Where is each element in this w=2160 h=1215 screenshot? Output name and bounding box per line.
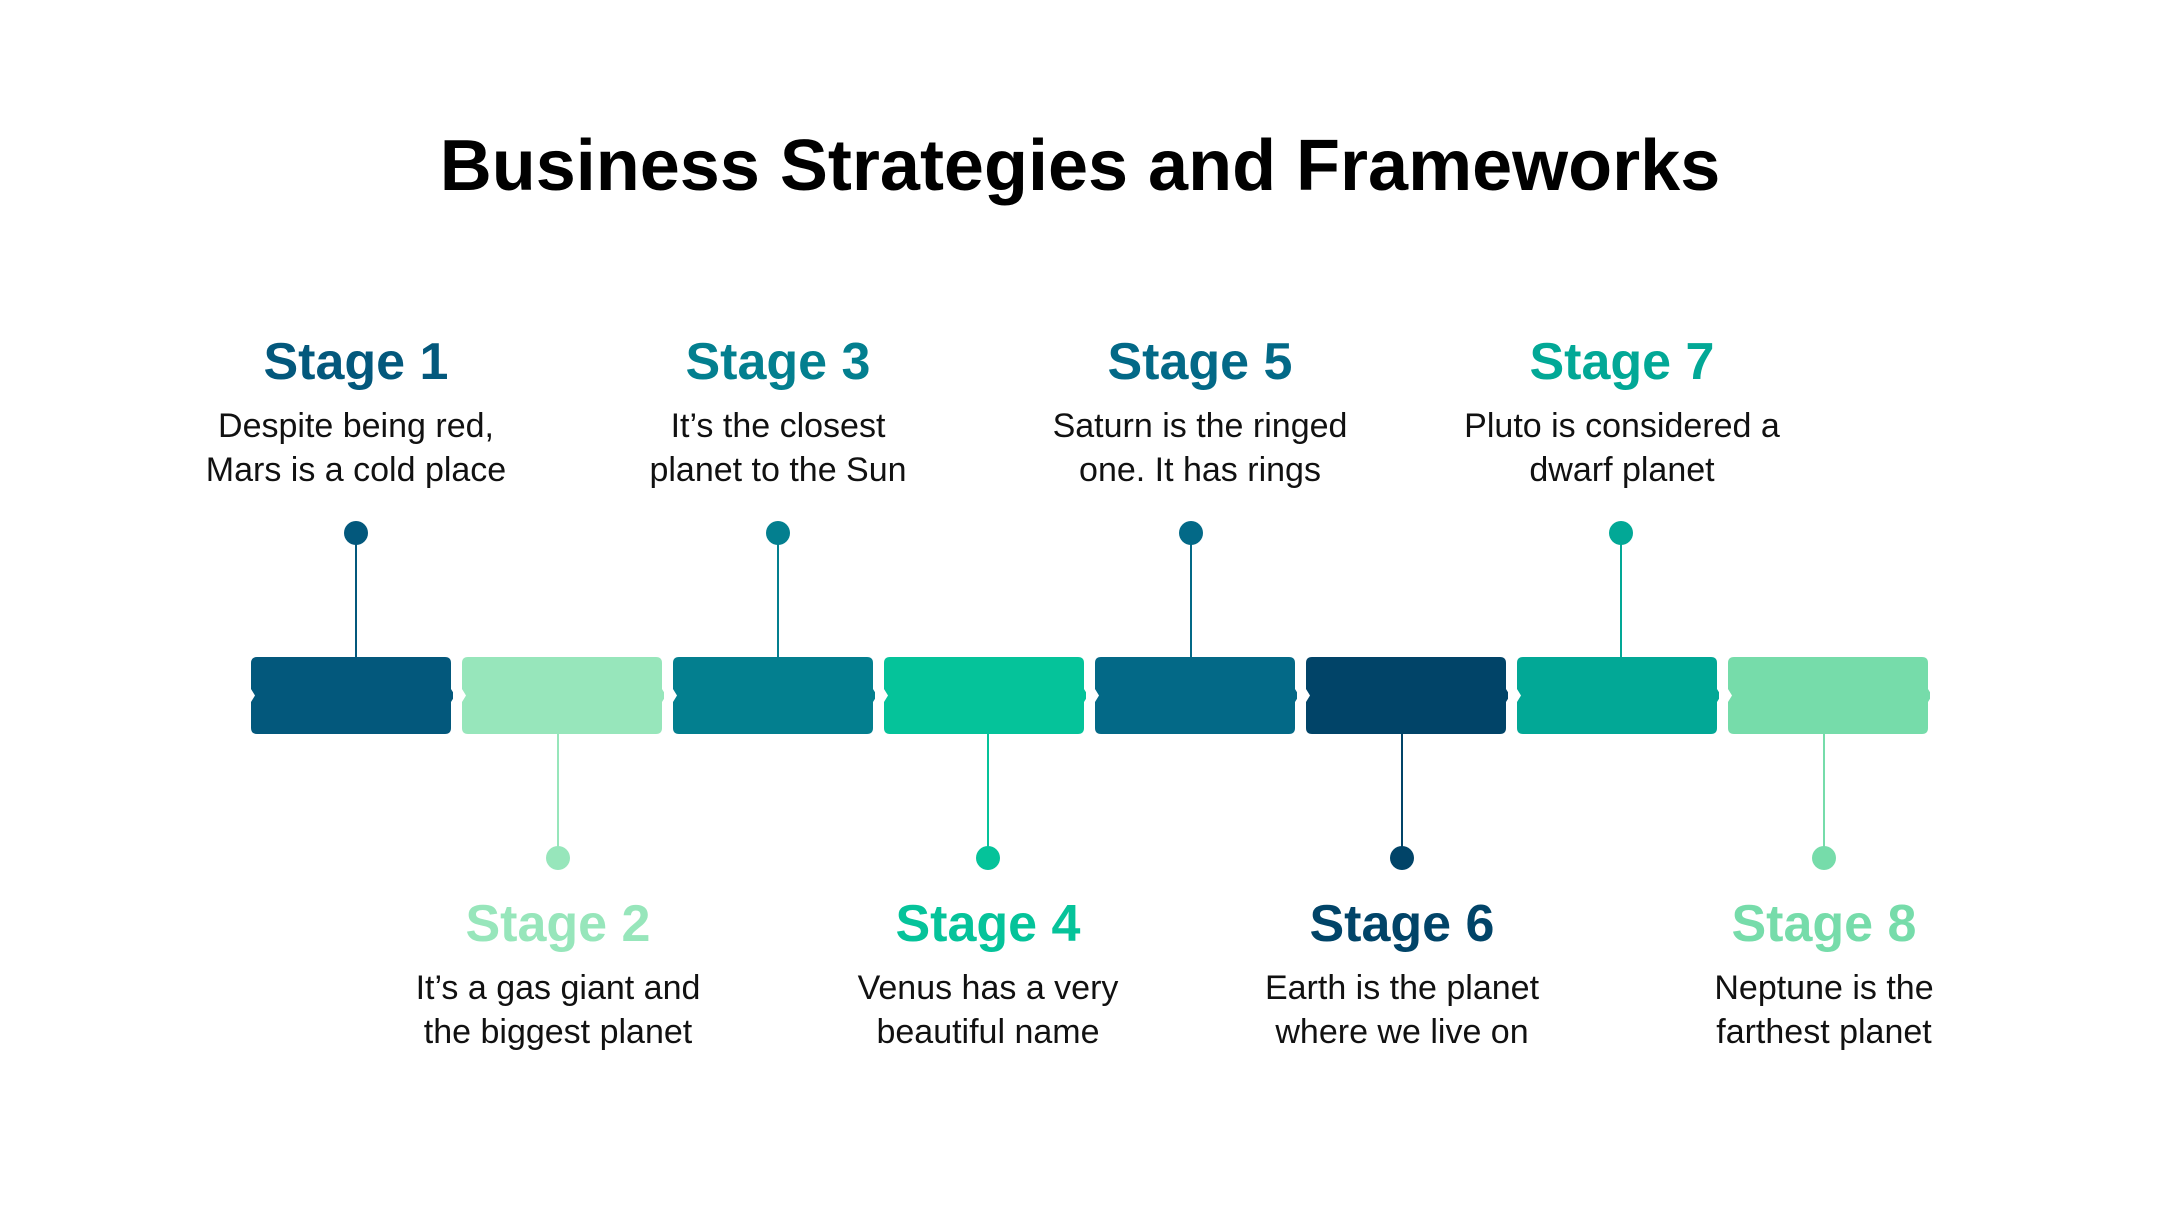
dot-stage-4 <box>976 846 1000 870</box>
connector-stage-6 <box>1401 734 1403 858</box>
timeline-segment-4 <box>882 657 1086 734</box>
stage-title: Stage 6 <box>1309 895 1495 953</box>
connector-stage-3 <box>777 533 779 657</box>
timeline-segment-7 <box>1515 657 1719 734</box>
stage-title: Stage 3 <box>685 333 871 391</box>
timeline-segment-2 <box>460 657 664 734</box>
dot-stage-8 <box>1812 846 1836 870</box>
segment-shape-2 <box>462 657 664 734</box>
stage-6: Stage 6 Earth is the planet where we liv… <box>1182 892 1622 1054</box>
stage-description: Venus has a very beautiful name <box>768 966 1208 1054</box>
stage-title: Stage 8 <box>1731 895 1917 953</box>
dot-stage-2 <box>546 846 570 870</box>
segment-shape-8 <box>1728 657 1930 734</box>
connector-stage-5 <box>1190 533 1192 657</box>
stage-title: Stage 7 <box>1529 333 1715 391</box>
stage-description-line: dwarf planet <box>1529 451 1715 489</box>
stage-description-line: farthest planet <box>1716 1013 1932 1051</box>
stage-description-line: It’s the closest <box>670 407 886 445</box>
stage-description-line: Earth is the planet <box>1264 969 1540 1007</box>
connector-stage-4 <box>987 734 989 858</box>
segment-shape-5 <box>1095 657 1297 734</box>
stage-description-line: Saturn is the ringed <box>1052 407 1348 445</box>
stage-description: Pluto is considered a dwarf planet <box>1402 404 1842 492</box>
stage-description-line: Despite being red, <box>218 407 494 445</box>
stage-title: Stage 2 <box>465 895 651 953</box>
timeline-segment-6 <box>1304 657 1508 734</box>
stage-description: Despite being red, Mars is a cold place <box>136 404 576 492</box>
stage-5: Stage 5 Saturn is the ringed one. It has… <box>980 330 1420 492</box>
segment-shape-4 <box>884 657 1086 734</box>
stage-description-line: Neptune is the <box>1714 969 1934 1007</box>
timeline-segment-8 <box>1726 657 1930 734</box>
dot-stage-5 <box>1179 521 1203 545</box>
stage-description-line: the biggest planet <box>423 1013 693 1051</box>
stage-description-line: planet to the Sun <box>649 451 907 489</box>
stage-title: Stage 1 <box>263 333 449 391</box>
stage-description: Earth is the planet where we live on <box>1182 966 1622 1054</box>
connector-stage-2 <box>557 734 559 858</box>
timeline-segment-5 <box>1093 657 1297 734</box>
stage-description-line: where we live on <box>1275 1013 1529 1051</box>
timeline-segment-1 <box>249 657 453 734</box>
stage-description-line: Pluto is considered a <box>1464 407 1780 445</box>
dot-stage-7 <box>1609 521 1633 545</box>
stage-description-line: Mars is a cold place <box>205 451 507 489</box>
stage-4: Stage 4 Venus has a very beautiful name <box>768 892 1208 1054</box>
stage-title: Stage 4 <box>895 895 1081 953</box>
stage-8: Stage 8 Neptune is the farthest planet <box>1604 892 2044 1054</box>
stage-description-line: It’s a gas giant and <box>415 969 701 1007</box>
connector-stage-1 <box>355 533 357 657</box>
timeline-segment-3 <box>671 657 875 734</box>
stage-title: Stage 5 <box>1107 333 1293 391</box>
stage-3: Stage 3 It’s the closest planet to the S… <box>558 330 998 492</box>
stage-description: It’s a gas giant and the biggest planet <box>338 966 778 1054</box>
connector-stage-7 <box>1620 533 1622 657</box>
stage-1: Stage 1 Despite being red, Mars is a col… <box>136 330 576 492</box>
connector-stage-8 <box>1823 734 1825 858</box>
dot-stage-3 <box>766 521 790 545</box>
dot-stage-6 <box>1390 846 1414 870</box>
segment-shape-3 <box>673 657 875 734</box>
stage-2: Stage 2 It’s a gas giant and the biggest… <box>338 892 778 1054</box>
stage-description-line: Venus has a very <box>857 969 1119 1007</box>
segment-shape-1 <box>251 657 453 734</box>
stage-description-line: beautiful name <box>876 1013 1100 1051</box>
stage-description: It’s the closest planet to the Sun <box>558 404 998 492</box>
stage-7: Stage 7 Pluto is considered a dwarf plan… <box>1402 330 1842 492</box>
segment-shape-7 <box>1517 657 1719 734</box>
stage-description: Neptune is the farthest planet <box>1604 966 2044 1054</box>
page-title: Business Strategies and Frameworks <box>439 126 1721 206</box>
segment-shape-6 <box>1306 657 1508 734</box>
stage-description: Saturn is the ringed one. It has rings <box>980 404 1420 492</box>
dot-stage-1 <box>344 521 368 545</box>
stage-description-line: one. It has rings <box>1079 451 1321 489</box>
